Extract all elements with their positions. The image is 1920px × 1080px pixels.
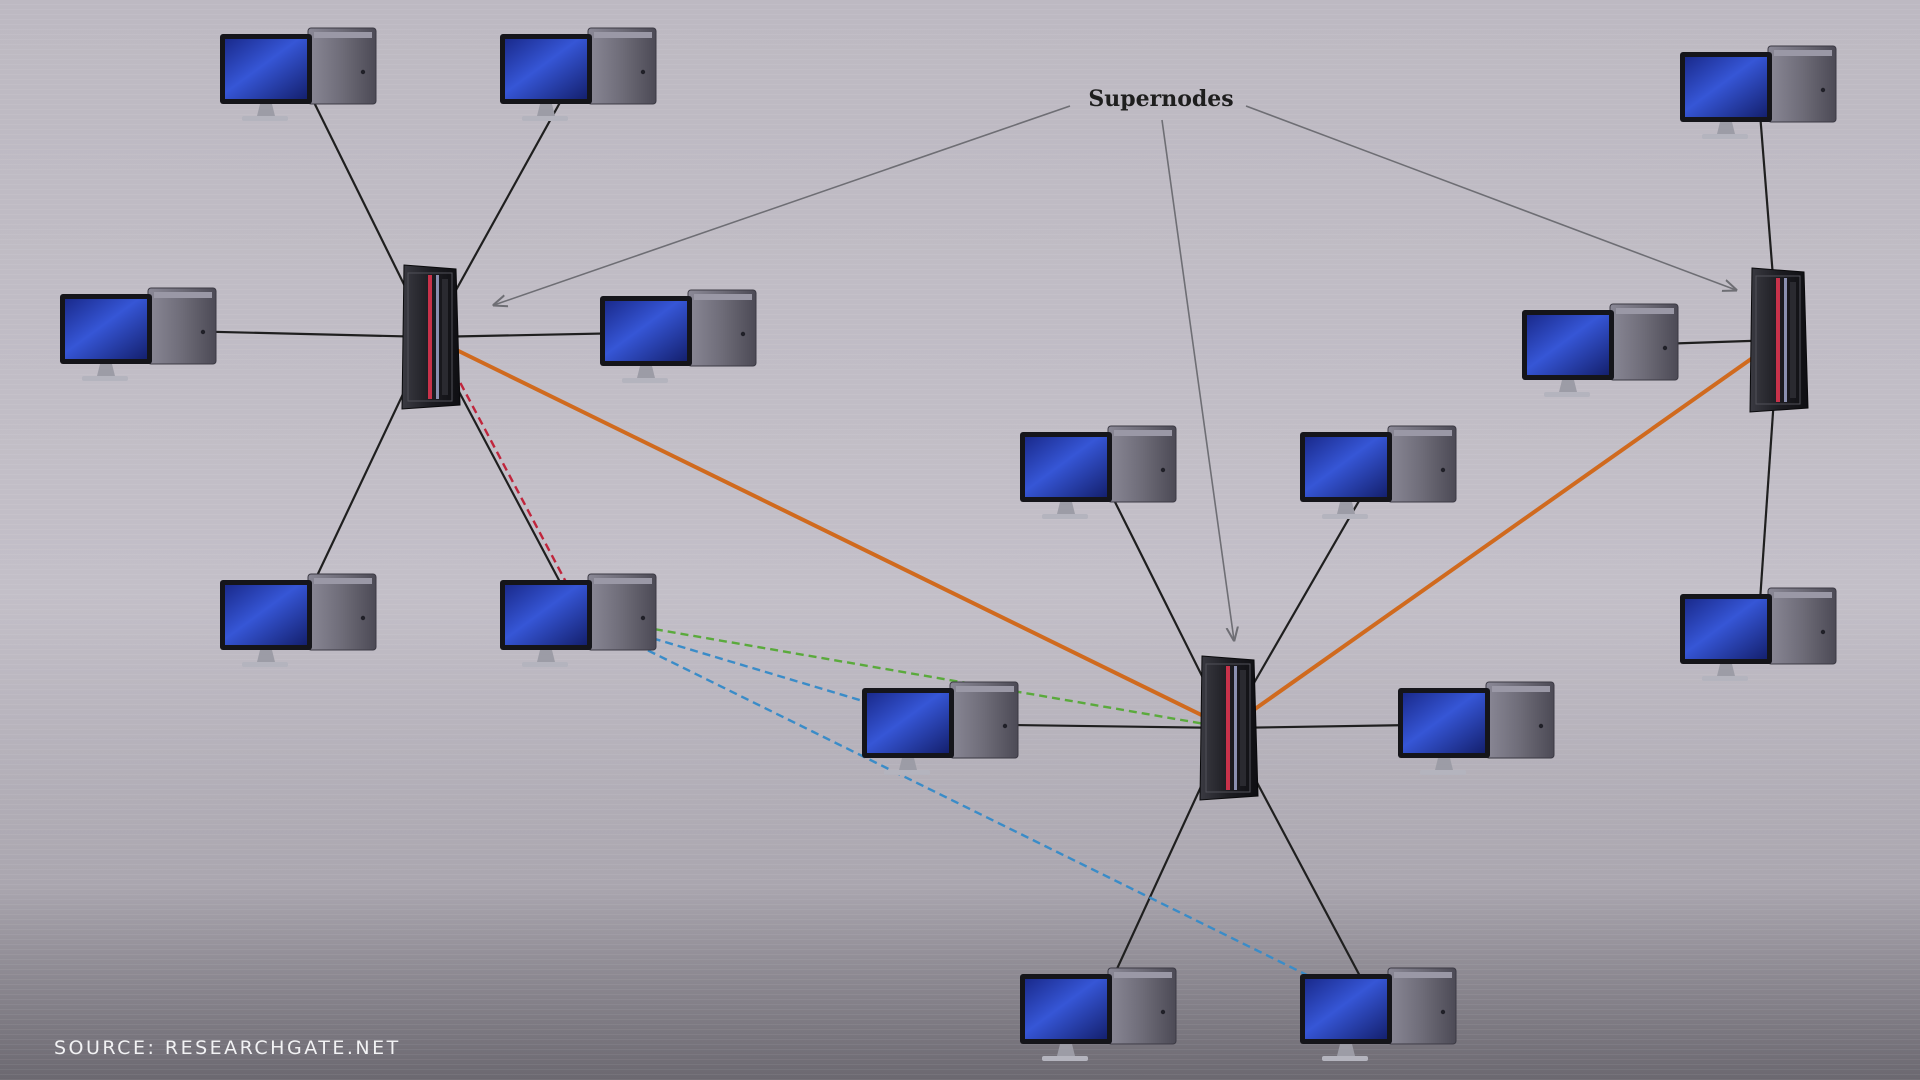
server-rack-icon bbox=[1199, 655, 1259, 801]
source-caption: SOURCE: RESEARCHGATE.NET bbox=[54, 1037, 401, 1059]
computer-icon bbox=[499, 573, 657, 668]
dashed-link bbox=[577, 614, 1229, 730]
pointer-arrow bbox=[1161, 119, 1234, 640]
computer-icon bbox=[219, 27, 377, 122]
computer-icon bbox=[599, 289, 757, 384]
computer-icon bbox=[861, 681, 1019, 776]
nodes-layer bbox=[59, 27, 1837, 1062]
computer-icon bbox=[1299, 425, 1457, 520]
computer-icon bbox=[1679, 587, 1837, 682]
pointer-arrow bbox=[494, 105, 1071, 305]
supernodes-label: Supernodes bbox=[1088, 86, 1234, 112]
computer-icon bbox=[1679, 45, 1837, 140]
links-layer bbox=[137, 69, 1780, 1012]
computer-icon bbox=[219, 573, 377, 668]
computer-icon bbox=[1521, 303, 1679, 398]
server-rack-icon bbox=[401, 264, 461, 410]
server-rack-icon bbox=[1749, 267, 1809, 413]
dashed-link bbox=[577, 614, 1379, 1012]
computer-icon bbox=[499, 27, 657, 122]
pointer-arrow bbox=[1245, 105, 1736, 290]
computer-icon bbox=[59, 287, 217, 382]
dashed-link bbox=[434, 336, 586, 617]
computer-icon bbox=[1299, 967, 1457, 1062]
supernode-link bbox=[429, 335, 1229, 730]
computer-icon bbox=[1019, 425, 1177, 520]
computer-icon bbox=[1019, 967, 1177, 1062]
computer-icon bbox=[1397, 681, 1555, 776]
supernode-link bbox=[1226, 338, 1780, 730]
